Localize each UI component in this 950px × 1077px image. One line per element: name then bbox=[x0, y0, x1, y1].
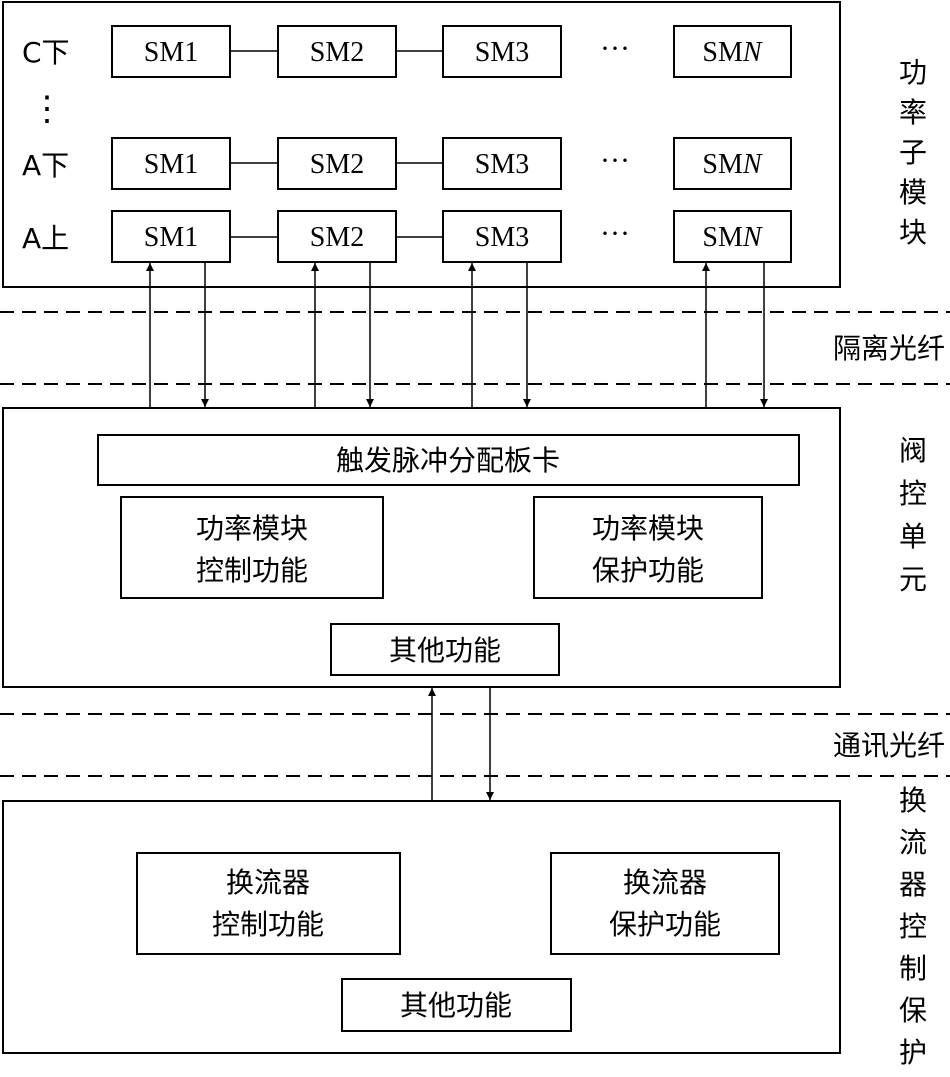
power-module-control-line2: 控制功能 bbox=[196, 554, 308, 587]
power-module-control-box bbox=[120, 496, 384, 599]
valve-other-functions-label: 其他功能 bbox=[389, 634, 501, 667]
converter-control-line1: 换流器 bbox=[226, 866, 310, 899]
power-submodule-frame bbox=[2, 1, 841, 288]
converter-control-line2: 控制功能 bbox=[212, 908, 324, 941]
sm-box-a-lower-1 bbox=[111, 137, 231, 190]
sm-box-a-lower-3 bbox=[442, 137, 562, 190]
horizontal-ellipsis: ··· bbox=[600, 144, 630, 177]
svg-text:阀: 阀 bbox=[899, 434, 927, 467]
svg-text:率: 率 bbox=[899, 96, 927, 129]
svg-text:换: 换 bbox=[899, 784, 927, 817]
svg-text:单: 单 bbox=[899, 520, 927, 553]
sm-label: SM3 bbox=[475, 37, 529, 68]
row-label-a-upper: A上 bbox=[22, 222, 69, 255]
valve-control-frame bbox=[2, 407, 841, 688]
sm-label: SM2 bbox=[310, 222, 364, 253]
converter-protect-line1: 换流器 bbox=[623, 866, 707, 899]
converter-frame bbox=[2, 800, 841, 1054]
power-module-control-line1: 功率模块 bbox=[196, 512, 308, 545]
sm-label: SM1 bbox=[144, 149, 198, 180]
sm-label: SMN bbox=[702, 222, 762, 253]
sm-box-a-upper-1 bbox=[111, 210, 231, 263]
sm-box-a-lower-n bbox=[673, 137, 792, 190]
power-module-protect-box bbox=[533, 496, 763, 599]
sm-label: SMN bbox=[702, 37, 762, 68]
sm-box-c-1 bbox=[111, 25, 231, 78]
valve-control-side-label: 阀 控 单 元 bbox=[899, 434, 927, 596]
valve-other-functions-box bbox=[330, 623, 560, 676]
isolation-fiber-arrows bbox=[146, 262, 768, 408]
converter-control-box bbox=[136, 852, 401, 955]
sm-box-c-n bbox=[673, 25, 792, 78]
svg-text:控: 控 bbox=[899, 477, 927, 510]
row-label-c-lower: C下 bbox=[22, 36, 70, 69]
vertical-ellipsis: ⋮ bbox=[30, 91, 64, 128]
isolation-fiber-label: 隔离光纤 bbox=[833, 332, 945, 365]
horizontal-ellipsis: ··· bbox=[600, 32, 630, 65]
sm-label: SM1 bbox=[144, 222, 198, 253]
converter-other-functions-label: 其他功能 bbox=[400, 989, 512, 1022]
converter-other-functions-box bbox=[341, 978, 572, 1032]
svg-text:模: 模 bbox=[899, 176, 927, 209]
row-label-a-lower: A下 bbox=[22, 149, 69, 182]
svg-text:保: 保 bbox=[899, 994, 927, 1027]
svg-text:器: 器 bbox=[899, 868, 927, 901]
horizontal-ellipsis: ··· bbox=[600, 217, 630, 250]
converter-side-label: 换 流 器 控 制 保 护 bbox=[899, 784, 927, 1069]
power-submodule-side-label: 功 率 子 模 块 bbox=[899, 56, 927, 249]
svg-text:流: 流 bbox=[899, 826, 927, 859]
converter-protect-box bbox=[550, 852, 780, 955]
svg-text:子: 子 bbox=[899, 136, 927, 169]
svg-text:控: 控 bbox=[899, 910, 927, 943]
trigger-board-label: 触发脉冲分配板卡 bbox=[336, 444, 560, 477]
svg-text:块: 块 bbox=[899, 216, 927, 249]
sm-label: SM2 bbox=[310, 37, 364, 68]
svg-text:功: 功 bbox=[899, 56, 927, 89]
sm-label: SM3 bbox=[475, 222, 529, 253]
trigger-board-box bbox=[97, 434, 800, 486]
sm-box-a-lower-2 bbox=[277, 137, 397, 190]
power-module-protect-line1: 功率模块 bbox=[592, 512, 704, 545]
sm-label: SM3 bbox=[475, 149, 529, 180]
comm-fiber-label: 通讯光纤 bbox=[833, 729, 945, 762]
sm-box-a-upper-2 bbox=[277, 210, 397, 263]
svg-text:元: 元 bbox=[899, 563, 927, 596]
sm-box-a-upper-n bbox=[673, 210, 792, 263]
sm-box-c-3 bbox=[442, 25, 562, 78]
converter-protect-line2: 保护功能 bbox=[609, 908, 721, 941]
sm-label: SM2 bbox=[310, 149, 364, 180]
comm-fiber-arrows bbox=[428, 688, 494, 801]
sm-box-a-upper-3 bbox=[442, 210, 562, 263]
sm-label: SM1 bbox=[144, 37, 198, 68]
sm-label: SMN bbox=[702, 149, 762, 180]
svg-text:护: 护 bbox=[899, 1036, 927, 1069]
svg-text:制: 制 bbox=[899, 952, 927, 985]
power-module-protect-line2: 保护功能 bbox=[592, 554, 704, 587]
sm-box-c-2 bbox=[277, 25, 397, 78]
